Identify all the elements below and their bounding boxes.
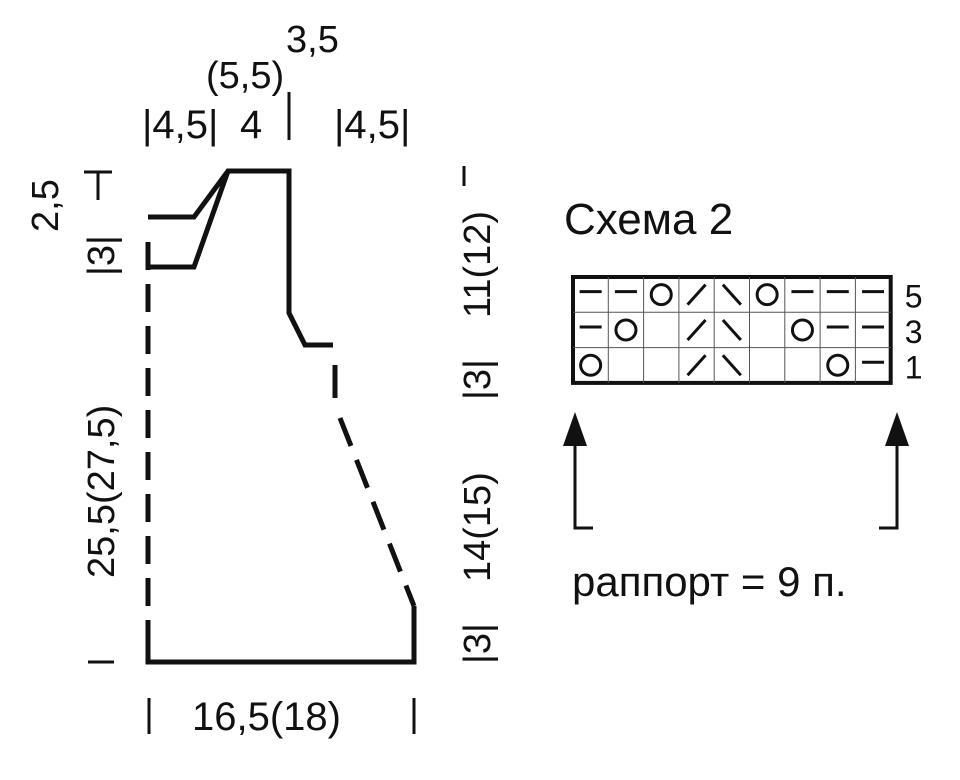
piece-labels: 3,5 (5,5) |4,5| 4 |4,5| 2,5 |3| 25,5(27,…: [25, 19, 499, 739]
repeat-arrow-right: [879, 412, 909, 530]
lower-outline-solid: [148, 170, 231, 270]
chart-row-number: 3: [905, 314, 923, 350]
yarn-over-circle-symbol: [579, 353, 603, 377]
decrease-slash-symbol: [686, 283, 707, 306]
decrease-backslash-symbol: [721, 283, 742, 306]
decrease-slash-symbol: [686, 354, 707, 377]
chart-row-number: 1: [905, 349, 923, 385]
left-edge-height-label: |3|: [81, 235, 123, 276]
yarn-over-circle-symbol: [826, 353, 850, 377]
yarn-over-circle-symbol: [755, 283, 779, 307]
chart-border: [571, 275, 893, 385]
top-left-width-label: |4,5|: [142, 103, 218, 147]
chart-title: Схема 2: [564, 195, 733, 244]
chart-grid: [571, 275, 893, 385]
repeat-arrow-right-line: [879, 444, 899, 530]
chart-row-numbers: 531: [905, 279, 923, 386]
yarn-over-circle-symbol: [614, 318, 638, 342]
decrease-backslash-symbol: [721, 354, 742, 377]
arrowhead-up-left-icon: [563, 412, 587, 446]
top-right-width-label: |4,5|: [334, 103, 410, 147]
top-middle-width-label: 4: [240, 103, 262, 147]
right-slope-dashed: [337, 417, 417, 607]
pattern-piece: [145, 168, 417, 665]
decrease-backslash-symbol: [721, 318, 742, 341]
repeat-arrow-left: [563, 412, 593, 530]
chart-symbols: [579, 283, 885, 377]
measurement-marks: [84, 92, 466, 734]
neck-drop-alt-label: (5,5): [206, 55, 284, 97]
repeat-arrow-left-line: [573, 444, 593, 530]
stitch-chart: Схема 2 531 раппорт = 9 п.: [563, 195, 922, 605]
yarn-over-circle-symbol: [649, 283, 673, 307]
left-side-height-label: 25,5(27,5): [81, 405, 123, 578]
left-shoulder-height-label: 2,5: [25, 179, 67, 232]
chart-row-number: 5: [905, 279, 923, 315]
neck-drop-main-label: 3,5: [286, 19, 339, 61]
bottom-outline-solid: [145, 606, 417, 665]
upper-outline-solid: [148, 168, 333, 348]
repeat-label: раппорт = 9 п.: [572, 558, 847, 605]
yarn-over-circle-symbol: [790, 318, 814, 342]
arrowhead-up-right-icon: [885, 412, 909, 446]
right-slope-height-label: 14(15): [457, 472, 499, 582]
decrease-slash-symbol: [686, 318, 707, 341]
bottom-width-label: 16,5(18): [192, 695, 341, 739]
right-shoulder-step-label: |3|: [457, 359, 499, 400]
right-hem-height-label: |3|: [457, 623, 499, 664]
right-armhole-height-label: 11(12): [457, 211, 499, 318]
